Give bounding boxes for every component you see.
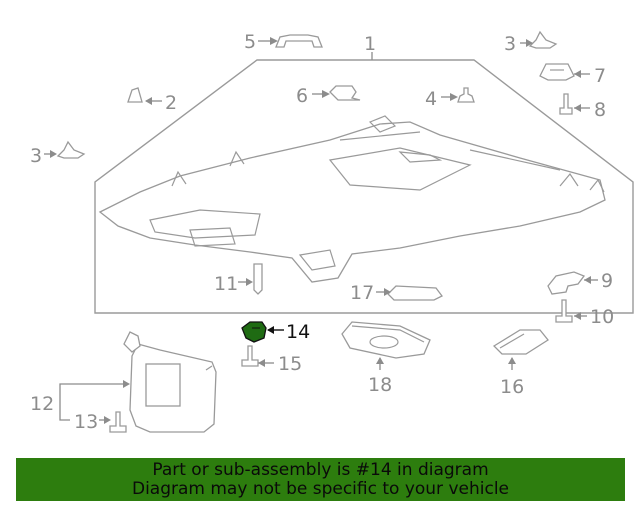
- callout-5: 5: [244, 31, 256, 53]
- part-3-top: [528, 30, 558, 49]
- callout-4: 4: [425, 88, 437, 110]
- callout-6: 6: [296, 85, 308, 107]
- callout-14[interactable]: 14: [286, 321, 310, 343]
- callout-16: 16: [500, 376, 524, 398]
- callout-13: 13: [74, 411, 98, 433]
- callout-11: 11: [214, 273, 238, 295]
- banner-line-2: Diagram may not be specific to your vehi…: [131, 479, 509, 499]
- part-14-highlighted[interactable]: [241, 321, 267, 343]
- callout-9: 9: [601, 270, 613, 292]
- part-18: [341, 321, 431, 359]
- part-11: [253, 263, 263, 295]
- callout-3-top: 3: [504, 33, 516, 55]
- callout-3-left: 3: [30, 145, 42, 167]
- headliner-panel: [98, 115, 606, 283]
- part-7: [539, 63, 575, 81]
- headliner-boundary: [94, 59, 634, 314]
- part-9: [547, 271, 586, 295]
- part-10: [555, 299, 573, 323]
- part-15: [241, 345, 259, 367]
- part-16: [492, 329, 549, 355]
- part-17: [387, 285, 443, 301]
- part-4: [457, 87, 475, 103]
- part-6: [329, 85, 361, 101]
- callout-1: 1: [364, 33, 376, 55]
- banner-line-1: Part or sub-assembly is #14 in diagram: [152, 460, 489, 480]
- callout-18: 18: [368, 374, 392, 396]
- part-5: [275, 34, 323, 48]
- callout-12: 12: [30, 393, 54, 415]
- part-13: [109, 411, 127, 433]
- callout-7: 7: [594, 65, 606, 87]
- callout-8: 8: [594, 99, 606, 121]
- callout-2: 2: [165, 92, 177, 114]
- callout-10: 10: [590, 306, 614, 328]
- part-12-sun-visor: [123, 331, 217, 433]
- info-banner: Part or sub-assembly is #14 in diagram D…: [16, 458, 625, 501]
- callout-15: 15: [278, 353, 302, 375]
- callout-17: 17: [350, 282, 374, 304]
- part-3-left: [56, 140, 86, 159]
- part-8: [559, 93, 573, 115]
- part-2: [127, 87, 143, 103]
